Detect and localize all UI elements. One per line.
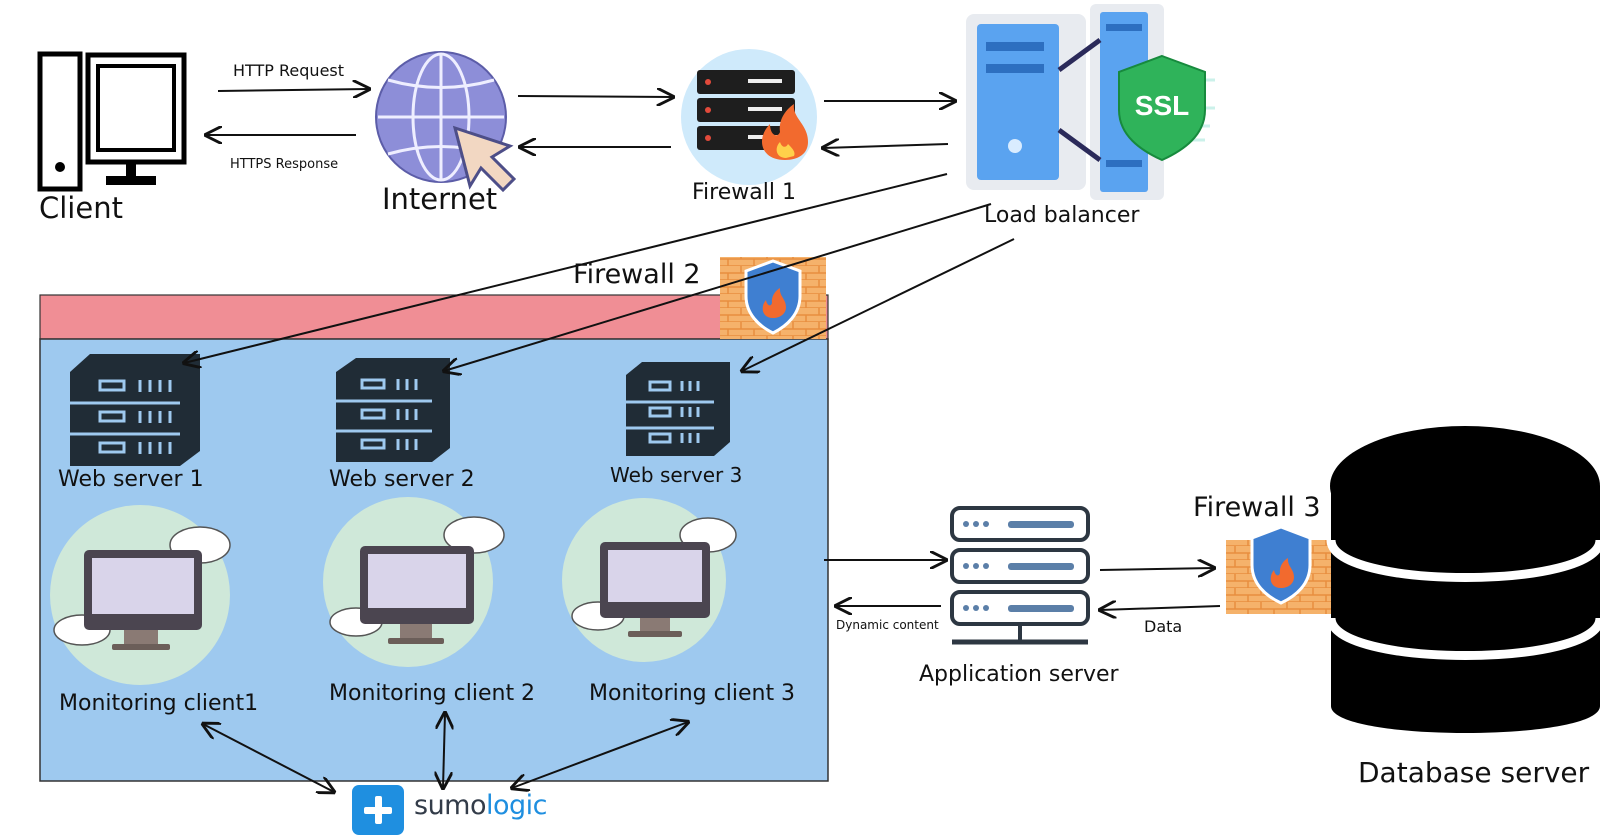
- app-server-icon: [950, 506, 1090, 645]
- sumologic-wordmark: sumologic: [414, 790, 548, 821]
- monitoring-client-2-label: Monitoring client 2: [329, 681, 536, 706]
- https-response-label: HTTPS Response: [230, 157, 339, 172]
- arrow-lb-firewall1: [823, 144, 949, 148]
- load-balancer-label: Load balancer: [984, 203, 1140, 228]
- arrow-client-internet: [217, 89, 369, 91]
- svg-text:SSL: SSL: [1135, 90, 1189, 121]
- brick-firewall-icon: [1226, 525, 1336, 614]
- dynamic-content-label: Dynamic content: [836, 618, 939, 632]
- server-rack-icon: [70, 354, 200, 466]
- arrow-internet-firewall1: [517, 96, 673, 97]
- arrow-lb-web1: [184, 173, 948, 363]
- cloud-monitor-icon: [323, 497, 505, 667]
- ssl-server-icon: SSL: [966, 4, 1215, 200]
- monitoring-client-3-label: Monitoring client 3: [589, 681, 796, 706]
- desktop-computer-icon: [37, 51, 187, 192]
- arrow-mon3-sumologic: [512, 722, 688, 788]
- sumologic-text-logic: logic: [486, 790, 548, 821]
- firewall1-label: Firewall 1: [692, 180, 796, 205]
- client-label: Client: [39, 191, 123, 225]
- database-icon: [1326, 426, 1605, 733]
- cloud-monitor-icon: [50, 505, 231, 685]
- firewall2-band: [39, 294, 829, 340]
- arrow-appserver-firewall3: [1099, 568, 1214, 570]
- internet-label: Internet: [382, 182, 498, 216]
- application-server-label: Application server: [919, 662, 1119, 687]
- web-server-2-label: Web server 2: [329, 467, 475, 492]
- server-rack-icon: [336, 358, 450, 462]
- monitoring-client-1-label: Monitoring client1: [59, 691, 259, 716]
- arrow-mon1-sumologic: [203, 724, 334, 792]
- brick-firewall-icon: [720, 257, 826, 339]
- globe-cursor-icon: [375, 51, 517, 193]
- web-server-3-label: Web server 3: [610, 463, 743, 487]
- http-request-label: HTTP Request: [233, 61, 345, 80]
- connectors: [184, 89, 1221, 792]
- data-label: Data: [1144, 617, 1183, 636]
- server-rack-icon: [626, 362, 730, 456]
- web-server-1-label: Web server 1: [58, 467, 204, 492]
- server-fire-icon: [681, 49, 817, 185]
- database-server-label: Database server: [1358, 756, 1590, 789]
- arrow-lb-web2: [444, 203, 992, 371]
- arrow-lb-web3: [742, 238, 1015, 371]
- cloud-monitor-icon: [562, 498, 737, 662]
- sumologic-logo-icon: [352, 785, 404, 835]
- firewall3-label: Firewall 3: [1193, 492, 1321, 523]
- sumologic-text-sumo: sumo: [414, 790, 487, 821]
- arrow-firewall3-appserver: [1100, 606, 1221, 610]
- arrow-mon2-sumologic: [443, 713, 445, 788]
- firewall2-label: Firewall 2: [573, 259, 701, 290]
